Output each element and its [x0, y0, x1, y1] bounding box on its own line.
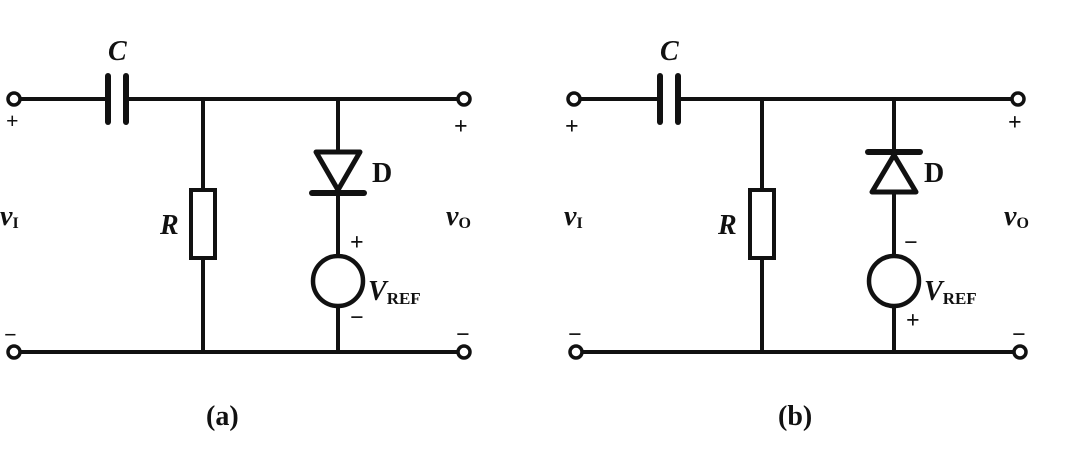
capacitor-label: C	[660, 36, 679, 67]
circuit-b: C R D − + VREF + − vI + − vO (b)	[564, 36, 1029, 432]
circuit-a: C R D + − VREF + − vI + − vO (a)	[0, 36, 472, 432]
output-voltage-label: vO	[446, 201, 471, 232]
source-minus-sign: −	[350, 305, 364, 331]
diode-label: D	[924, 158, 944, 189]
diode-label: D	[372, 158, 392, 189]
source-minus-sign: −	[904, 230, 918, 256]
input-minus-sign: −	[568, 322, 582, 348]
input-minus-sign: −	[4, 322, 17, 347]
voltage-source-symbol	[866, 253, 922, 309]
output-plus-sign: +	[1008, 110, 1022, 136]
diode-symbol	[865, 149, 923, 195]
output-minus-sign: −	[456, 322, 470, 348]
output-terminal-top	[456, 91, 472, 107]
input-terminal-bottom	[568, 344, 584, 360]
circuit-b-wiring	[578, 97, 1016, 354]
vref-label: VREF	[368, 276, 421, 308]
capacitor-symbol	[105, 73, 129, 125]
input-terminal-top	[6, 91, 22, 107]
input-plus-sign: +	[565, 114, 579, 140]
output-terminal-bottom	[456, 344, 472, 360]
output-voltage-label: vO	[1004, 201, 1029, 232]
source-plus-sign: +	[350, 230, 364, 256]
input-terminal-bottom	[6, 344, 22, 360]
capacitor-symbol	[657, 73, 681, 125]
resistor-label: R	[159, 210, 179, 241]
resistor-symbol	[748, 188, 776, 260]
input-voltage-label: vI	[0, 201, 19, 232]
voltage-source-symbol	[310, 253, 366, 309]
input-voltage-label: vI	[564, 201, 583, 232]
output-terminal-bottom	[1012, 344, 1028, 360]
resistor-label: R	[717, 210, 737, 241]
input-plus-sign: +	[6, 108, 19, 133]
caption-a: (a)	[206, 401, 239, 432]
source-plus-sign: +	[906, 308, 920, 334]
output-plus-sign: +	[454, 114, 468, 140]
diode-symbol	[309, 149, 367, 196]
output-terminal-top	[1010, 91, 1026, 107]
circuit-a-wiring	[14, 97, 462, 354]
vref-label: VREF	[924, 276, 977, 308]
resistor-symbol	[189, 188, 217, 260]
capacitor-label: C	[108, 36, 127, 67]
caption-b: (b)	[778, 401, 812, 432]
input-terminal-top	[566, 91, 582, 107]
output-minus-sign: −	[1012, 322, 1026, 348]
